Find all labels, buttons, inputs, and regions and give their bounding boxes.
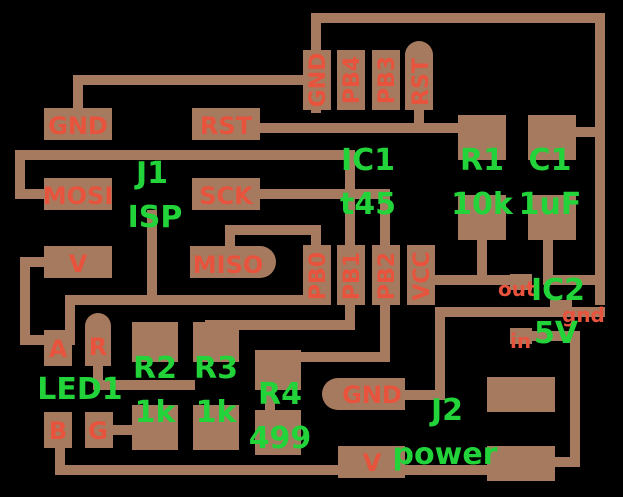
pad-rst-isp[interactable]	[192, 108, 260, 140]
label-ic1-gnd: GND	[306, 53, 331, 108]
silk-r4: R4	[258, 377, 302, 412]
silk-led1: LED1	[37, 372, 122, 407]
pad-led-b[interactable]	[44, 412, 72, 448]
trace-gnd-isp	[73, 75, 321, 115]
label-led-a: A	[49, 335, 68, 363]
silk-c1: C1	[529, 143, 572, 178]
trace-led-a	[65, 295, 157, 345]
pad-r4-bottom[interactable]	[255, 410, 301, 455]
pad-r1-top[interactable]	[458, 115, 506, 160]
label-pb2: PB2	[375, 252, 400, 300]
pad-ic2-in[interactable]	[510, 328, 532, 344]
label-pb1: PB1	[340, 252, 365, 300]
pad-led-r[interactable]	[85, 313, 111, 366]
pad-led-g[interactable]	[85, 412, 113, 448]
pad-v-isp[interactable]	[44, 246, 112, 278]
copper-traces	[15, 13, 605, 475]
silk-j1: J1	[134, 156, 168, 191]
silk-power: power	[393, 437, 498, 472]
silk-r2-value: 1k	[135, 395, 177, 430]
pad-gnd-isp[interactable]	[44, 108, 112, 140]
label-gnd-isp: GND	[48, 112, 108, 140]
pad-pb0[interactable]	[303, 245, 331, 305]
label-led-g: G	[88, 417, 108, 445]
pad-vcc[interactable]	[407, 245, 435, 305]
trace-pb1-r3	[205, 295, 355, 330]
pad-power-v[interactable]	[338, 446, 405, 478]
pad-power-large-top[interactable]	[487, 377, 555, 412]
trace-sck	[235, 189, 390, 265]
label-power-gnd: GND	[342, 381, 402, 409]
label-vcc: VCC	[410, 251, 435, 300]
label-rst-isp: RST	[200, 112, 253, 140]
pad-rst-ic[interactable]	[405, 41, 433, 110]
pad-led-a[interactable]	[44, 330, 72, 366]
pad-r3-bottom[interactable]	[193, 405, 239, 450]
pad-mosi[interactable]	[44, 178, 112, 210]
silk-j2: J2	[429, 393, 463, 428]
label-rst-ic: RST	[409, 58, 434, 106]
pad-ic1-gnd[interactable]	[303, 50, 331, 110]
pad-r3-top[interactable]	[193, 322, 239, 362]
pad-sck[interactable]	[192, 178, 260, 210]
pad-r1-bottom[interactable]	[458, 195, 506, 240]
label-v-isp: V	[69, 250, 88, 278]
pad-c1-top[interactable]	[528, 115, 576, 160]
pad-labels: GND RST MOSI SCK V MISO GND PB4 PB3 RST …	[43, 53, 605, 477]
silk-r1-value: 10k	[451, 187, 514, 222]
pad-pb4[interactable]	[337, 50, 365, 110]
pad-pb3[interactable]	[372, 50, 400, 110]
trace-isp-pb0	[147, 210, 325, 305]
silk-ic2: IC2	[531, 273, 585, 308]
silk-t45: t45	[340, 187, 396, 222]
pad-miso[interactable]	[190, 246, 276, 278]
pad-power-gnd[interactable]	[322, 378, 405, 410]
label-sck: SCK	[199, 182, 254, 210]
trace-power-v	[515, 331, 580, 467]
silk-ic2-value: 5V	[534, 316, 579, 351]
label-pb0: PB0	[306, 252, 331, 300]
silk-labels: J1 ISP IC1 t45 R1 10k C1 1uF IC2 5V LED1…	[37, 143, 585, 472]
pad-pb1[interactable]	[337, 245, 365, 305]
label-ic2-in: in	[510, 329, 531, 353]
pad-c1-bottom[interactable]	[528, 195, 576, 240]
label-miso: MISO	[193, 251, 264, 279]
label-led-b: B	[49, 417, 67, 445]
copper-pads	[44, 41, 576, 481]
silk-r4-value: 499	[249, 421, 312, 456]
pad-r2-bottom[interactable]	[132, 405, 178, 450]
label-power-v: V	[363, 449, 382, 477]
trace-mosi-loop	[15, 150, 355, 265]
silk-c1-value: 1uF	[519, 187, 582, 222]
pad-power-large-bottom[interactable]	[487, 446, 555, 481]
pad-pb2[interactable]	[372, 245, 400, 305]
label-ic2-gnd: gnd	[562, 303, 605, 327]
label-pb3: PB3	[375, 56, 400, 104]
pad-ic2-out[interactable]	[510, 274, 532, 290]
silk-r3-value: 1k	[196, 395, 238, 430]
pad-r4-top[interactable]	[255, 350, 301, 390]
pad-ic2-gnd[interactable]	[550, 300, 572, 316]
silk-isp: ISP	[128, 200, 183, 235]
label-pb4: PB4	[340, 56, 365, 104]
pad-r2-top[interactable]	[132, 322, 178, 362]
silk-r1: R1	[460, 143, 504, 178]
label-led-r: R	[89, 333, 107, 361]
silk-r2: R2	[133, 351, 177, 386]
trace-pb2-r4	[265, 295, 390, 362]
label-mosi: MOSI	[43, 182, 114, 210]
trace-power-gnd	[400, 307, 605, 400]
silk-ic1: IC1	[341, 143, 395, 178]
silk-r3: R3	[194, 351, 238, 386]
label-ic2-out: out	[498, 277, 536, 301]
trace-v-left	[20, 257, 50, 345]
